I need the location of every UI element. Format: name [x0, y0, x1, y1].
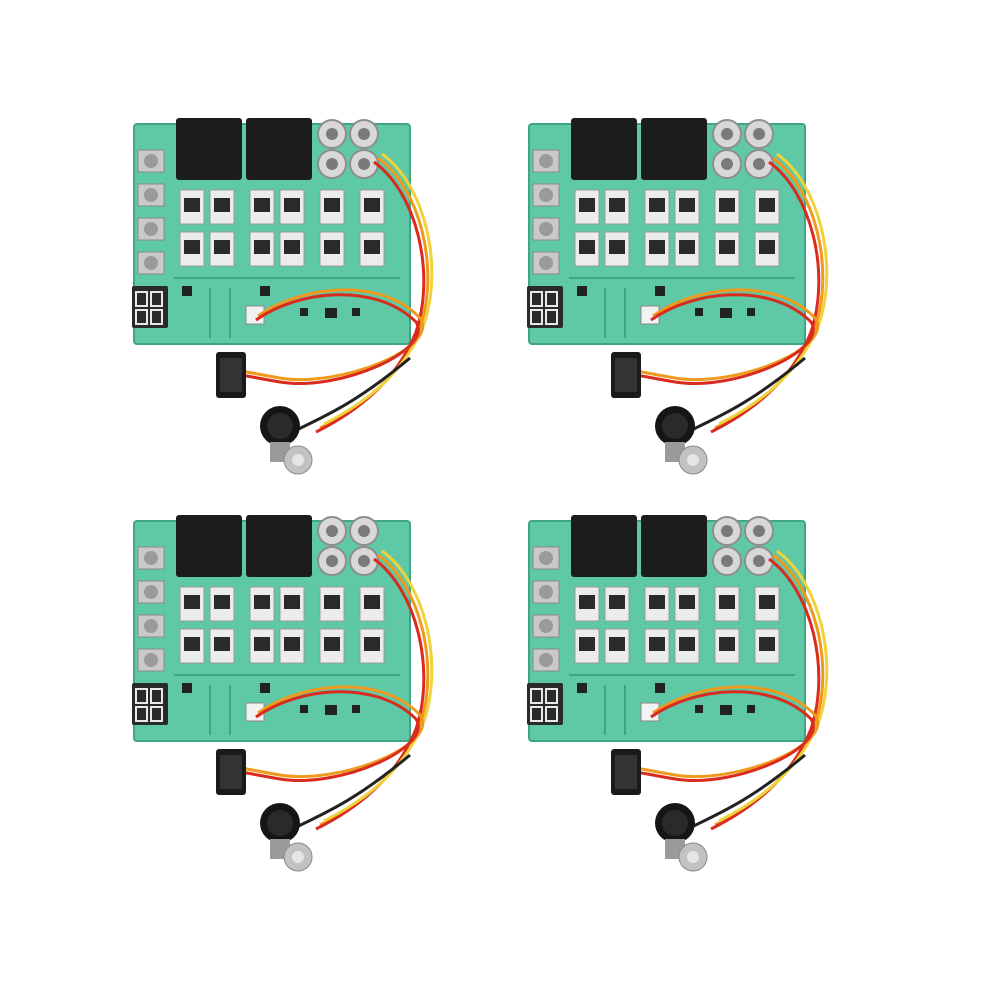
screw-terminals: [137, 149, 165, 275]
controller-board-drawing: [527, 515, 829, 872]
capacitors: [317, 516, 379, 576]
controller-board-drawing: [132, 118, 434, 475]
screw-terminals: [532, 546, 560, 672]
screw-terminals: [137, 546, 165, 672]
capacitors: [712, 516, 774, 576]
smd-components: [174, 674, 400, 735]
wire-harness: [231, 152, 434, 440]
relay: [641, 515, 707, 577]
rocker-switch: [611, 749, 641, 795]
relay: [641, 118, 707, 180]
led-display: [132, 683, 168, 725]
relay: [246, 118, 312, 180]
controller-unit-bottom-left: [120, 505, 440, 885]
rocker-switch: [611, 352, 641, 398]
controller-board-drawing: [132, 515, 434, 872]
led-display: [527, 683, 563, 725]
mosfet-heatsinks: [179, 586, 385, 664]
relay: [571, 515, 637, 577]
led-display: [132, 286, 168, 328]
mosfet-heatsinks: [179, 189, 385, 267]
wire-harness: [626, 152, 829, 440]
controller-board-drawing: [527, 118, 829, 475]
relay: [176, 118, 242, 180]
mosfet-heatsinks: [574, 586, 780, 664]
smd-components: [569, 277, 795, 338]
potentiometer-knob: [260, 406, 313, 475]
potentiometer-knob: [655, 406, 708, 475]
mosfet-heatsinks: [574, 189, 780, 267]
potentiometer-knob: [655, 803, 708, 872]
controller-unit-top-left: [120, 108, 440, 488]
screw-terminals: [532, 149, 560, 275]
controller-unit-top-right: [515, 108, 835, 488]
relay: [246, 515, 312, 577]
potentiometer-knob: [260, 803, 313, 872]
controller-unit-bottom-right: [515, 505, 835, 885]
capacitors: [712, 119, 774, 179]
relay: [571, 118, 637, 180]
led-display: [527, 286, 563, 328]
rocker-switch: [216, 352, 246, 398]
relay: [176, 515, 242, 577]
rocker-switch: [216, 749, 246, 795]
